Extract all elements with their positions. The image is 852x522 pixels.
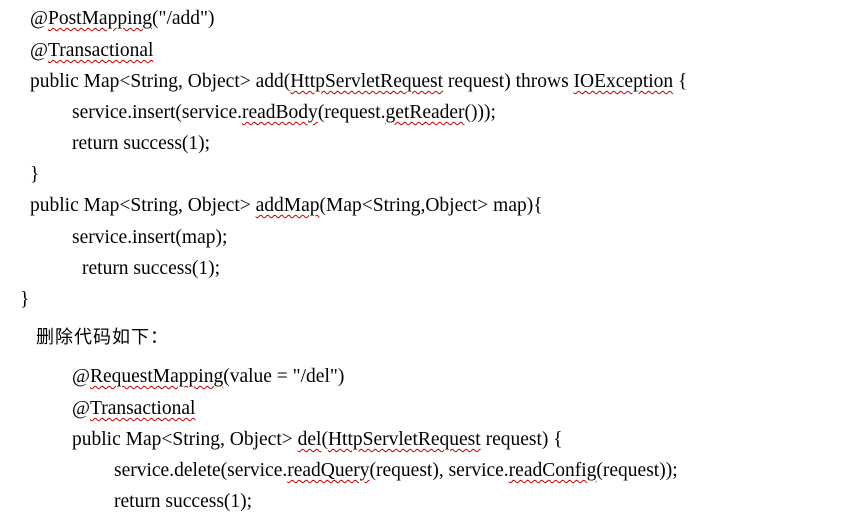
code-text: return success(1);	[114, 491, 253, 512]
code-text: public Map<String, Object>	[30, 195, 256, 216]
code-text: (request.	[317, 102, 386, 123]
code-line: service.insert(service.readBody(request.…	[72, 102, 496, 133]
code-line: return success(1);	[72, 133, 210, 164]
spellcheck-flagged-token: readConfig	[508, 460, 597, 481]
spellcheck-flagged-token: readBody	[242, 102, 318, 123]
code-text: ()));	[464, 102, 496, 123]
code-text: service.insert(map);	[72, 227, 228, 248]
code-text: @	[72, 366, 90, 387]
code-line: @Transactional	[30, 40, 153, 71]
spellcheck-flagged-token: Transactional	[89, 398, 196, 419]
code-text: return success(1);	[82, 258, 221, 279]
code-text: {	[673, 71, 688, 92]
spellcheck-flagged-token: HttpServletRequest	[327, 429, 481, 450]
spellcheck-flagged-token: PostMapping	[47, 8, 152, 29]
spellcheck-flagged-token: HttpServletRequest	[290, 71, 444, 92]
spellcheck-flagged-token: readQuery	[287, 460, 370, 481]
code-text: (request));	[596, 460, 678, 481]
code-line: @Transactional	[72, 398, 195, 429]
spellcheck-flagged-token: getReader	[385, 102, 465, 123]
code-text: service.insert(service.	[72, 102, 242, 123]
code-text: }	[20, 289, 30, 310]
code-text: request) {	[480, 429, 563, 450]
code-line: }	[20, 289, 29, 320]
code-line: return success(1);	[82, 258, 220, 289]
code-line: }	[30, 164, 39, 195]
spellcheck-flagged-token: del	[297, 429, 322, 450]
code-line: @RequestMapping(value = "/del")	[72, 366, 344, 397]
code-text: service.delete(service.	[114, 460, 288, 481]
code-text: request) throws	[443, 71, 574, 92]
spellcheck-flagged-token: Transactional	[47, 40, 154, 61]
code-text: (value = "/del")	[223, 366, 345, 387]
code-line: service.insert(map);	[72, 227, 227, 258]
code-text: ("/add")	[151, 8, 215, 29]
code-text: @	[30, 40, 48, 61]
code-line: public Map<String, Object> addMap(Map<St…	[30, 195, 543, 226]
spellcheck-flagged-token: IOException	[573, 71, 674, 92]
code-line: service.delete(service.readQuery(request…	[114, 460, 678, 491]
code-text: }	[30, 164, 40, 185]
code-line: public Map<String, Object> del(HttpServl…	[72, 429, 563, 460]
spellcheck-flagged-token: addMap	[255, 195, 320, 216]
code-text: (Map<String,Object> map){	[319, 195, 543, 216]
code-line: return success(1);	[114, 491, 252, 522]
code-text: (	[321, 429, 328, 450]
section-heading: 删除代码如下：	[36, 327, 169, 358]
code-text: @	[72, 398, 90, 419]
code-text: return success(1);	[72, 133, 211, 154]
code-text: 删除代码如下：	[36, 327, 169, 348]
code-line: public Map<String, Object> add(HttpServl…	[30, 71, 687, 102]
code-line: @PostMapping("/add")	[30, 8, 214, 39]
code-text: @	[30, 8, 48, 29]
code-text: public Map<String, Object>	[72, 429, 298, 450]
code-text: public Map<String, Object> add(	[30, 71, 291, 92]
code-text: (request), service.	[369, 460, 509, 481]
spellcheck-flagged-token: RequestMapping	[89, 366, 224, 387]
